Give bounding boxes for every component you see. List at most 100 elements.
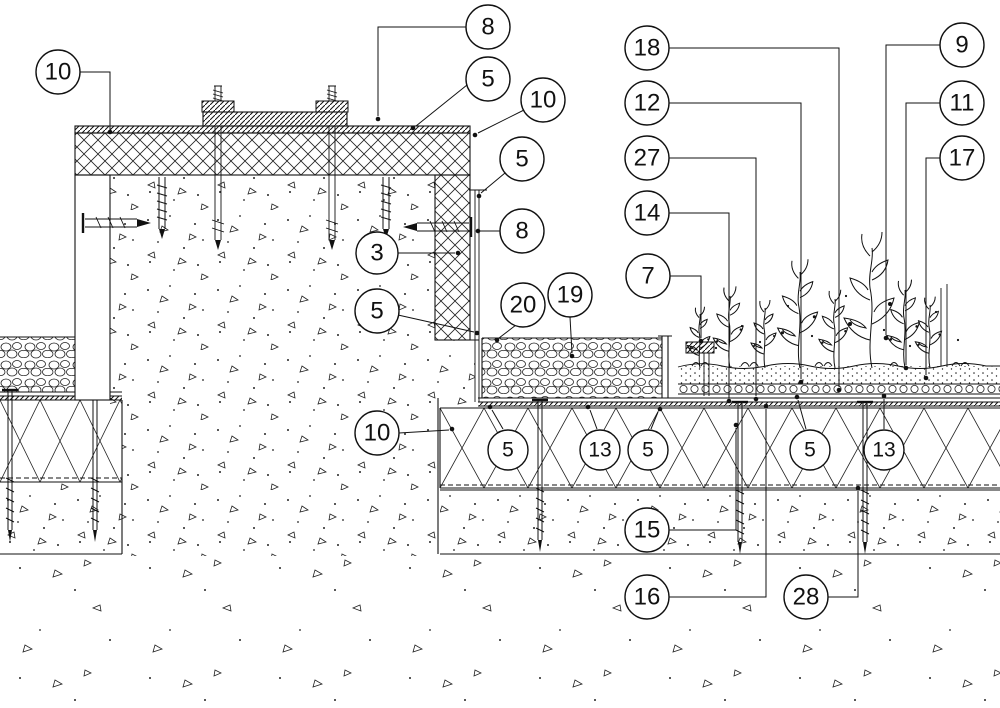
wall-anchor-screw-right [403, 217, 473, 237]
leader-c27 [828, 485, 861, 598]
leader-c04 [472, 109, 525, 138]
callout-label: 14 [634, 200, 661, 227]
callout-label: 28 [793, 584, 820, 611]
right-roof-buildup [439, 231, 1000, 556]
callout-c07: 3 [355, 231, 399, 275]
callout-label: 10 [364, 420, 391, 447]
leader-c02 [375, 26, 466, 122]
mounting-rail [202, 111, 348, 127]
callout-label: 15 [634, 517, 661, 544]
rigid-insulation-left [0, 400, 122, 482]
callout-c04: 10 [520, 77, 566, 123]
leader-c11 [669, 47, 842, 393]
leader-c09 [494, 324, 517, 343]
callout-c12: 9 [939, 22, 985, 68]
slab-left [0, 481, 122, 555]
plants [686, 231, 970, 369]
callout-c15: 27 [624, 135, 670, 181]
anchor-bolt-left [201, 85, 235, 250]
callout-label: 5 [804, 439, 816, 462]
callout-c17: 14 [624, 190, 670, 236]
callout-c08: 5 [354, 288, 400, 334]
callout-label: 11 [950, 90, 975, 117]
callout-label: 8 [481, 14, 494, 41]
callout-c18: 7 [625, 253, 671, 299]
slab-right [440, 489, 1000, 555]
cap-sheet [74, 125, 471, 134]
callout-label: 5 [370, 298, 383, 325]
left-roof-buildup [0, 336, 122, 544]
callout-c01: 10 [35, 49, 81, 95]
leader-c05 [476, 172, 506, 199]
leader-c10 [569, 316, 575, 359]
callout-c23: 5 [789, 429, 831, 471]
callout-c25: 15 [624, 507, 670, 553]
callout-c06: 8 [499, 208, 545, 254]
leader-lines [80, 26, 940, 598]
callout-label: 5 [642, 439, 654, 462]
callout-label: 27 [634, 145, 661, 172]
leader-c20 [487, 404, 504, 430]
anchor-bolt-right [315, 85, 349, 250]
leader-c13 [669, 102, 804, 385]
callout-c27: 28 [783, 574, 829, 620]
callout-label: 19 [557, 282, 584, 309]
callout-label: 5 [481, 66, 494, 93]
rigid-insulation [439, 407, 1000, 489]
insulation-band-left [74, 174, 111, 401]
callout-c19: 10 [354, 410, 400, 456]
leader-c21 [585, 404, 598, 430]
leader-c03 [410, 84, 468, 131]
callout-label: 13 [872, 439, 895, 462]
leader-c08 [397, 314, 480, 336]
callout-c26: 16 [624, 574, 670, 620]
callout-label: 9 [955, 32, 968, 59]
callout-label: 20 [510, 292, 537, 319]
seed-dots [714, 294, 960, 350]
callout-c14: 11 [939, 80, 985, 126]
leader-c14 [903, 102, 940, 371]
leader-c19 [398, 426, 455, 434]
callout-label: 10 [45, 59, 72, 86]
parapet-cap [74, 85, 471, 250]
callout-label: 13 [588, 439, 611, 462]
callout-label: 17 [949, 145, 976, 172]
callout-label: 3 [370, 240, 383, 267]
ground-hatch [0, 556, 1000, 708]
callout-label: 16 [634, 584, 661, 611]
callout-c20: 5 [487, 429, 529, 471]
callout-label: 5 [515, 146, 528, 173]
callout-c11: 18 [624, 25, 670, 71]
leader-c25 [669, 422, 739, 531]
leader-c17 [669, 212, 732, 404]
callout-c09: 20 [500, 282, 546, 328]
callouts: 10 8 5 10 5 8 3 5 20 19 18 9 12 11 27 17… [35, 4, 985, 620]
leader-c12 [883, 44, 940, 341]
leader-c15 [669, 157, 759, 402]
callout-c13: 12 [624, 80, 670, 126]
callout-label: 18 [634, 35, 661, 62]
callout-c05: 5 [499, 136, 545, 182]
gravel-edging [658, 335, 672, 398]
leader-c01 [80, 71, 113, 135]
leader-c22 [650, 406, 663, 430]
wall-anchor-screw-left [81, 213, 151, 233]
callout-c02: 8 [465, 4, 511, 50]
callout-label: 5 [502, 439, 514, 462]
leader-c26 [669, 403, 769, 598]
tall-stalks [940, 284, 948, 366]
gravel-left [0, 336, 75, 392]
leader-c24 [881, 393, 887, 429]
callout-label: 7 [641, 263, 654, 290]
leader-c07 [398, 250, 461, 256]
callout-c21: 13 [579, 429, 621, 471]
callout-c03: 5 [465, 56, 511, 102]
callout-label: 12 [634, 90, 661, 117]
insulation-band-right [434, 174, 471, 341]
callout-label: 10 [530, 87, 557, 114]
cap-insulation [74, 132, 471, 176]
callout-c10: 19 [547, 272, 593, 318]
leader-c18 [670, 275, 704, 344]
